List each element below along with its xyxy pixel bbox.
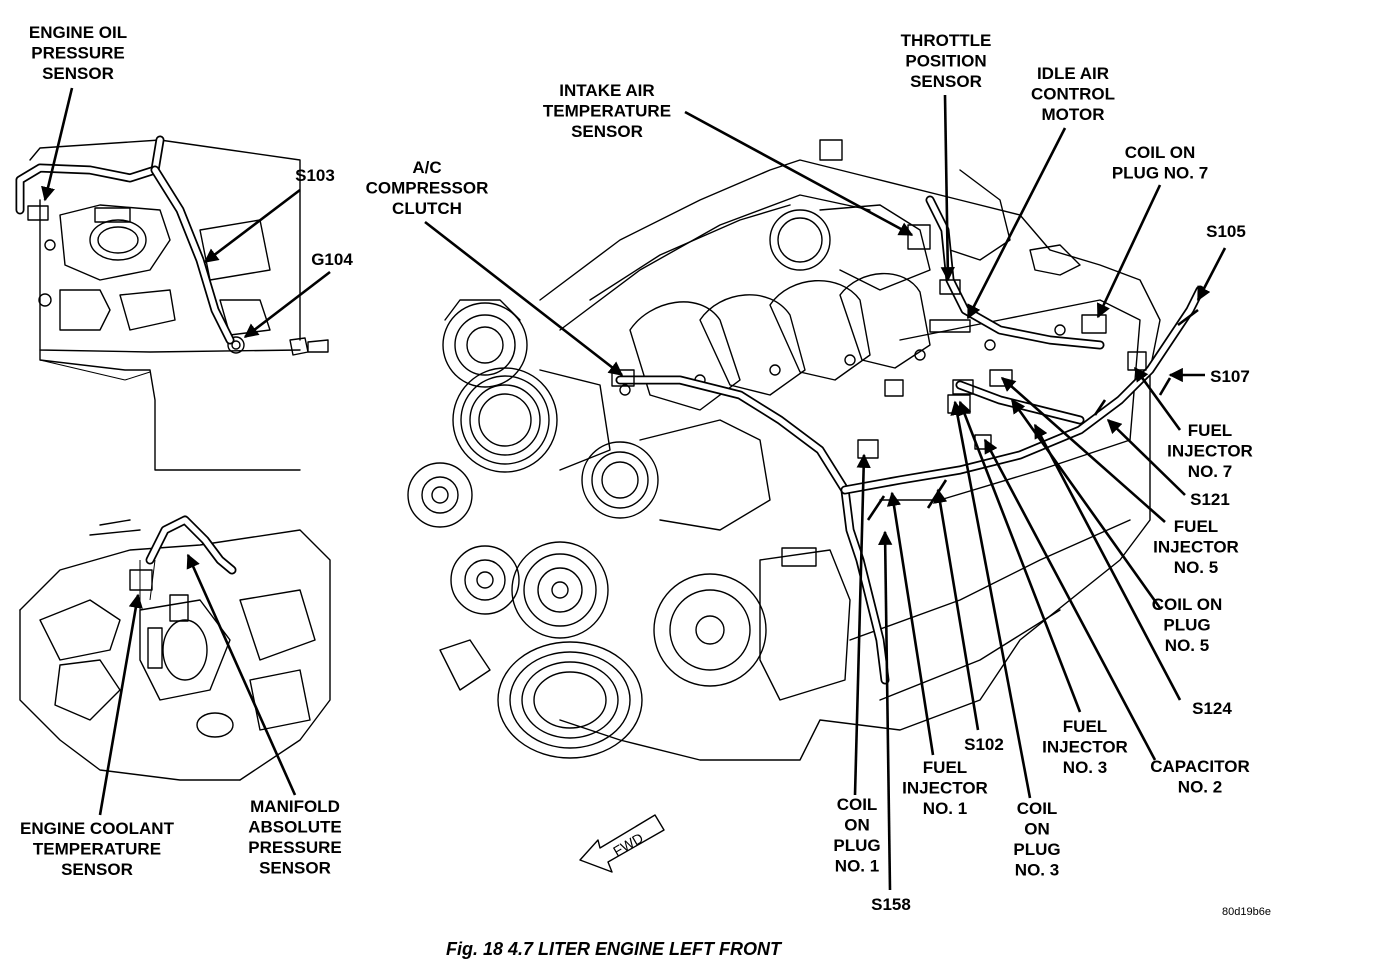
- label-s107: S107: [1210, 367, 1250, 386]
- label-line: CONTROL: [1031, 85, 1115, 104]
- label-line: NO. 2: [1178, 778, 1222, 797]
- label-line: SENSOR: [910, 72, 982, 91]
- label-line: MANIFOLD: [250, 797, 340, 816]
- label-s121: S121: [1190, 490, 1230, 509]
- label-line: COIL: [1017, 799, 1058, 818]
- label-line: S121: [1190, 490, 1230, 509]
- label-line: NO. 7: [1188, 462, 1232, 481]
- label-line: COIL ON: [1125, 143, 1196, 162]
- fwd-label: FWD: [610, 829, 646, 859]
- label-line: PLUG: [1013, 840, 1060, 859]
- label-line: NO. 5: [1165, 636, 1209, 655]
- label-line: PRESSURE: [31, 44, 125, 63]
- label-line: COIL ON: [1152, 595, 1223, 614]
- label-line: ABSOLUTE: [248, 818, 342, 837]
- label-line: PLUG: [1163, 616, 1210, 635]
- main-wiring-harness: [611, 195, 1205, 685]
- label-capacitor-no-2: CAPACITOR NO. 2: [1150, 757, 1250, 797]
- label-line: CAPACITOR: [1150, 757, 1250, 776]
- label-line: ENGINE COOLANT: [20, 819, 175, 838]
- label-line: NO. 3: [1015, 861, 1059, 880]
- label-line: FUEL: [1063, 717, 1107, 736]
- label-line: SENSOR: [42, 64, 114, 83]
- label-line: COIL: [837, 795, 878, 814]
- label-line: POSITION: [905, 52, 986, 71]
- label-line: SENSOR: [61, 860, 133, 879]
- label-line: NO. 5: [1174, 558, 1218, 577]
- forward-direction-arrow: FWD: [579, 814, 665, 873]
- label-coil-on-plug-no-7: COIL ON PLUG NO. 7: [1112, 143, 1208, 183]
- label-line: PRESSURE: [248, 838, 342, 857]
- label-line: S102: [964, 735, 1004, 754]
- label-line: PLUG: [833, 836, 880, 855]
- label-line: IDLE AIR: [1037, 64, 1109, 83]
- label-line: ENGINE OIL: [29, 23, 127, 42]
- label-line: MOTOR: [1042, 105, 1105, 124]
- label-line: PLUG NO. 7: [1112, 164, 1208, 183]
- figure-caption: Fig. 18 4.7 LITER ENGINE LEFT FRONT: [446, 939, 783, 959]
- label-line: FUEL: [1174, 517, 1218, 536]
- label-line: S107: [1210, 367, 1250, 386]
- label-line: FUEL: [1188, 421, 1232, 440]
- figure-code: 80d19b6e: [1222, 906, 1271, 918]
- inset-oil-pressure-detail: [15, 135, 329, 471]
- label-line: A/C: [412, 158, 441, 177]
- label-line: ON: [844, 816, 870, 835]
- label-s103: S103: [295, 166, 335, 185]
- label-line: NO. 3: [1063, 758, 1107, 777]
- label-s124: S124: [1192, 699, 1232, 718]
- label-line: S124: [1192, 699, 1232, 718]
- label-s158: S158: [871, 895, 911, 914]
- label-line: NO. 1: [923, 799, 967, 818]
- leader-lines: [41, 87, 1227, 891]
- label-line: FUEL: [923, 758, 967, 777]
- label-s105: S105: [1206, 222, 1246, 241]
- label-line: S105: [1206, 222, 1246, 241]
- label-line: NO. 1: [835, 857, 879, 876]
- label-line: S158: [871, 895, 911, 914]
- label-line: INJECTOR: [902, 779, 988, 798]
- label-s102: S102: [964, 735, 1004, 754]
- label-line: G104: [311, 250, 353, 269]
- label-line: INJECTOR: [1153, 538, 1239, 557]
- label-line: THROTTLE: [901, 31, 992, 50]
- label-line: TEMPERATURE: [33, 840, 161, 859]
- label-line: INJECTOR: [1167, 442, 1253, 461]
- label-line: INJECTOR: [1042, 738, 1128, 757]
- label-line: S103: [295, 166, 335, 185]
- main-engine: [407, 139, 1161, 761]
- label-line: INTAKE AIR: [559, 81, 654, 100]
- label-line: ON: [1024, 820, 1050, 839]
- label-line: TEMPERATURE: [543, 102, 671, 121]
- label-line: CLUTCH: [392, 199, 462, 218]
- inset-ect-map-detail: [19, 515, 331, 781]
- label-line: SENSOR: [571, 122, 643, 141]
- label-line: SENSOR: [259, 859, 331, 878]
- label-line: COMPRESSOR: [366, 179, 489, 198]
- label-g104: G104: [311, 250, 353, 269]
